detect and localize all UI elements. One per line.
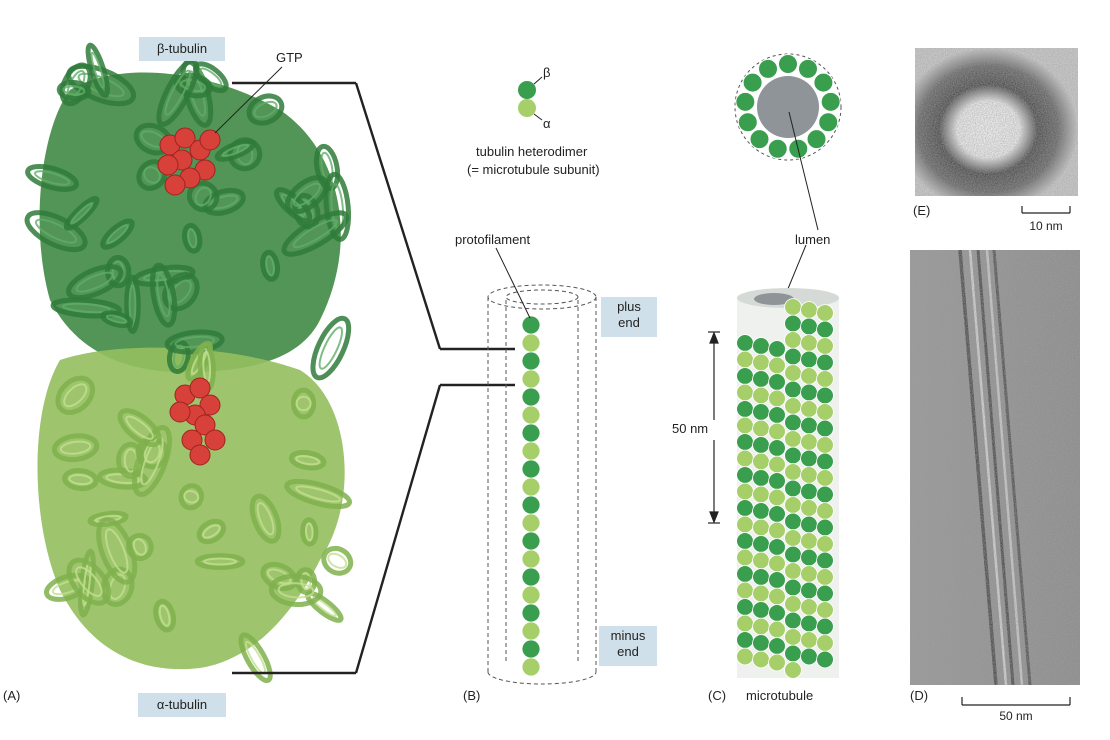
panel-label-e: (E) — [913, 203, 931, 218]
heterodimer-label-line1: tubulin heterodimer — [476, 144, 588, 159]
em-cross-section — [915, 48, 1078, 196]
microtubule-label: microtubule — [746, 688, 814, 703]
panel-label-b: (B) — [463, 688, 481, 703]
lumen-label: lumen — [795, 232, 831, 247]
alpha-tubulin-label: α-tubulin — [138, 693, 226, 717]
em-longitudinal — [910, 250, 1080, 685]
length-label: 50 nm — [672, 421, 709, 436]
beta-label: β — [543, 65, 551, 80]
connector-lines — [232, 81, 515, 675]
scale-50nm-label: 50 nm — [999, 709, 1033, 723]
scale-bar-10nm — [1021, 206, 1071, 214]
plus-end-line2: end — [618, 314, 640, 330]
lumen-pointer-2 — [784, 244, 807, 297]
protofilament-label: protofilament — [455, 232, 531, 247]
minus-end-label: minus end — [599, 626, 657, 666]
gtp-pointer — [214, 66, 283, 134]
minus-end-line2: end — [617, 643, 639, 659]
cylinder-outline — [487, 284, 597, 685]
microtubule-body — [736, 288, 839, 679]
microtubule-cross-section — [734, 53, 842, 161]
heterodimer-icon — [518, 76, 543, 121]
lumen-pointer — [788, 111, 819, 231]
plus-end-line1: plus — [617, 299, 641, 314]
panel-label-c: (C) — [708, 688, 727, 703]
beta-tubulin-label: β-tubulin — [139, 37, 225, 61]
heterodimer-label-line2: (= microtubule subunit) — [467, 162, 600, 177]
scale-10nm-label: 10 nm — [1029, 219, 1063, 233]
alpha-label: α — [543, 116, 551, 131]
scale-bar-50nm — [961, 697, 1071, 706]
plus-end-label: plus end — [601, 297, 657, 337]
panel-label-d: (D) — [910, 688, 929, 703]
gtp-label: GTP — [276, 50, 303, 65]
length-arrow — [708, 331, 720, 524]
protofilament-column — [522, 316, 540, 676]
minus-end-line1: minus — [610, 628, 646, 643]
protofilament-pointer — [495, 247, 531, 319]
tubulin-ribbon-structure — [24, 42, 354, 684]
panel-label-a: (A) — [3, 688, 21, 703]
